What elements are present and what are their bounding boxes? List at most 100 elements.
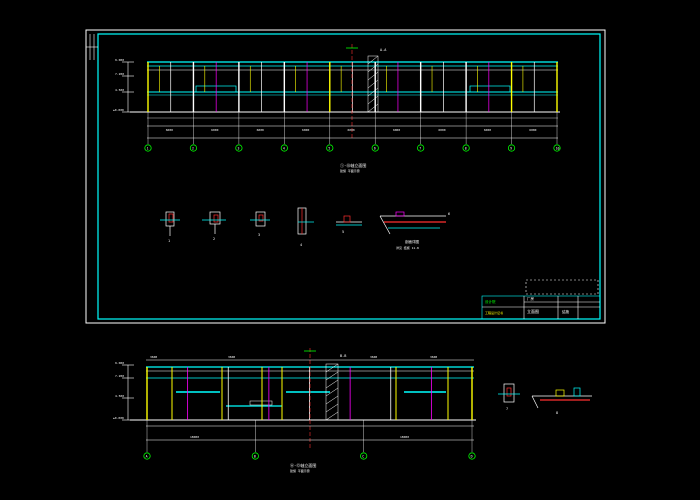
detail-2 xyxy=(202,211,226,234)
bottom-axis-label: B xyxy=(254,454,256,458)
bottom-top-dim-label: 3600 xyxy=(370,355,377,359)
top-axis-label: 8 xyxy=(465,146,467,150)
right-detail-7 xyxy=(498,383,520,403)
top-axis-bubble xyxy=(553,144,561,152)
top-axis-label: 2 xyxy=(192,146,194,150)
sheet-outer-border xyxy=(85,29,606,324)
top-axis-bubble xyxy=(417,144,425,152)
top-axis-bubble xyxy=(144,144,152,152)
top-level-1: 9.000 xyxy=(115,58,124,62)
top-dim-label: 6000 xyxy=(302,128,309,132)
top-axis-bubble xyxy=(280,144,288,152)
detail-4-label: 4 xyxy=(300,243,302,247)
bottom-bottom-dim-labels: 18000 18000 xyxy=(190,435,409,439)
top-axis-bubble xyxy=(189,144,198,152)
top-axis-label: 10 xyxy=(556,146,560,150)
bottom-elevation-title: Ⓐ-Ⓓ轴立面图 xyxy=(290,462,316,468)
detail-3-label: 3 xyxy=(258,233,260,237)
bottom-hatched-column xyxy=(325,363,339,421)
bottom-axis-label: C xyxy=(362,454,364,458)
top-elevation-title: ①-⑩轴立面图 xyxy=(340,162,366,168)
right-detail-7-label: 7 xyxy=(506,407,508,411)
detail-1-label: 1 xyxy=(168,239,170,243)
top-dimension-labels: 6000 6000 6000 6000 6000 6000 6000 6000 6000 xyxy=(166,128,537,132)
bottom-top-dim-labels: 3600 3600 3600 3600 xyxy=(150,355,437,359)
top-axis-bubble xyxy=(371,144,379,152)
title-drawing-name: 立面图 xyxy=(527,308,539,314)
top-axis-bubble xyxy=(326,144,334,152)
detail-5-label: 5 xyxy=(342,230,344,234)
bottom-axis-bubble xyxy=(251,452,259,460)
top-level-3: 4.500 xyxy=(115,88,124,92)
top-axis-label: 7 xyxy=(419,146,421,150)
detail-row: 1 2 3 4 5 xyxy=(160,207,450,250)
top-axis-bubbles: 1 2 3 4 5 6 7 8 9 10 xyxy=(144,112,561,152)
top-elevation-subtitle: 建施 平面示意 xyxy=(340,168,360,173)
binding-margin xyxy=(86,34,98,60)
detail-5 xyxy=(336,215,362,226)
bottom-level-4: ±0.000 xyxy=(113,416,124,420)
bottom-elevation-subtitle: 建施 平面示意 xyxy=(290,468,310,473)
bottom-columns xyxy=(146,367,473,420)
title-project: 厂房 xyxy=(527,296,535,301)
top-dim-label: 6000 xyxy=(529,128,536,132)
top-axis-label: 6 xyxy=(374,146,376,150)
bottom-axis-bubble xyxy=(468,452,476,460)
title-company-2: 工程设计证书 xyxy=(485,310,503,315)
bottom-axis-label: D xyxy=(471,454,473,458)
top-level-2: 7.200 xyxy=(115,72,124,76)
bottom-axis-bubbles: A B C D xyxy=(143,420,476,460)
right-detail-8-label: 8 xyxy=(556,411,558,415)
detail-3 xyxy=(250,211,270,227)
top-section-mark: A-A xyxy=(380,48,387,52)
top-level-marks xyxy=(122,61,134,113)
top-axis-bubble xyxy=(462,144,470,152)
bottom-axis-label: A xyxy=(146,454,148,458)
detail-section-title: 剖面详图 xyxy=(405,239,419,244)
top-level-4: ±0.000 xyxy=(113,108,124,112)
bottom-level-2: 7.200 xyxy=(115,374,124,378)
bottom-section-mark: B-B xyxy=(340,354,346,358)
sheet-inner-frame xyxy=(97,33,601,320)
bottom-axis-bubble xyxy=(143,452,151,460)
bottom-axis-bubble xyxy=(360,452,368,460)
detail-6-section xyxy=(379,211,446,235)
top-dim-label: 6000 xyxy=(211,128,218,132)
top-hatched-column xyxy=(367,55,379,113)
bottom-bottom-dim-label: 18000 xyxy=(190,435,199,439)
top-axis-label: 5 xyxy=(328,146,330,150)
top-axis-label: 4 xyxy=(283,146,285,150)
top-dim-label: 6000 xyxy=(348,128,355,132)
top-axis-label: 1 xyxy=(147,146,149,150)
detail-section-subtitle: 详见 结施 11-8 xyxy=(396,245,419,250)
top-columns xyxy=(147,62,558,112)
detail-2-label: 2 xyxy=(213,237,215,241)
title-block xyxy=(481,279,601,320)
bottom-top-dim-label: 3600 xyxy=(430,355,437,359)
top-axis-label: 3 xyxy=(237,146,239,150)
bottom-level-1: 9.000 xyxy=(115,361,124,365)
top-window-band-right xyxy=(469,85,511,93)
top-dim-label: 6000 xyxy=(166,128,173,132)
top-dim-label: 6000 xyxy=(438,128,445,132)
top-axis-bubble xyxy=(235,144,243,152)
top-dim-label: 6000 xyxy=(393,128,400,132)
bottom-bottom-dim-label: 18000 xyxy=(400,435,409,439)
top-dim-label: 6000 xyxy=(484,128,491,132)
title-company-1: 设计院 xyxy=(485,299,496,304)
top-dim-label: 6000 xyxy=(257,128,264,132)
top-elevation: 9.000 7.200 4.500 ±0.000 A-A xyxy=(113,44,561,173)
top-axis-bubble xyxy=(507,144,516,152)
bottom-top-dim-label: 3600 xyxy=(150,355,157,359)
title-sheet: 结施 xyxy=(562,309,570,314)
detail-4 xyxy=(297,207,314,235)
top-axis-label: 9 xyxy=(510,146,512,150)
bottom-level-3: 4.500 xyxy=(115,394,124,398)
bottom-level-marks xyxy=(122,364,134,421)
right-detail-8 xyxy=(531,387,592,409)
bottom-top-dim-label: 3600 xyxy=(228,355,235,359)
detail-1 xyxy=(160,211,180,236)
detail-6-label: 6 xyxy=(448,212,450,216)
